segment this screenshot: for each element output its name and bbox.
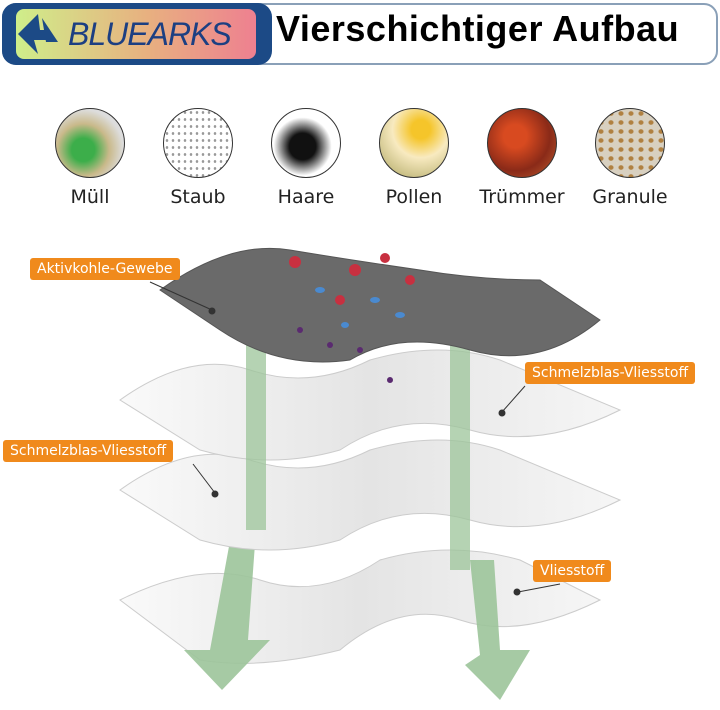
filter-item-pollen: Pollen <box>364 108 464 208</box>
label-schmelzblas-2: Schmelzblas-Vliesstoff <box>3 440 174 462</box>
layer-aktivkohle <box>159 247 601 363</box>
dust-icon <box>163 108 233 178</box>
leaves-icon <box>487 108 557 178</box>
filter-item-haare: Haare <box>256 108 356 208</box>
label-schmelzblas-1: Schmelzblas-Vliesstoff <box>525 362 696 384</box>
label-vliesstoff: Vliesstoff <box>533 560 612 582</box>
filter-item-staub: Staub <box>148 108 248 208</box>
layer-vliesstoff <box>119 549 602 664</box>
hair-icon <box>271 108 341 178</box>
layer-schmelzblas-2 <box>119 439 622 551</box>
label-aktivkohle: Aktivkohle-Gewebe <box>30 258 180 280</box>
pollen-icon <box>379 108 449 178</box>
page-title: Vierschichtiger Aufbau <box>276 8 680 49</box>
brand-logo: BLUEARKS <box>2 3 272 65</box>
filter-item-muell: Müll <box>40 108 140 208</box>
particles <box>289 253 415 305</box>
brand-name: BLUEARKS <box>68 15 232 52</box>
granules-icon <box>595 108 665 178</box>
airflow-arrows <box>184 530 530 700</box>
logo-mark-icon <box>18 14 58 54</box>
filter-item-truemmer: Trümmer <box>472 108 572 208</box>
trash-icon <box>55 108 125 178</box>
filter-item-granule: Granule <box>580 108 680 208</box>
